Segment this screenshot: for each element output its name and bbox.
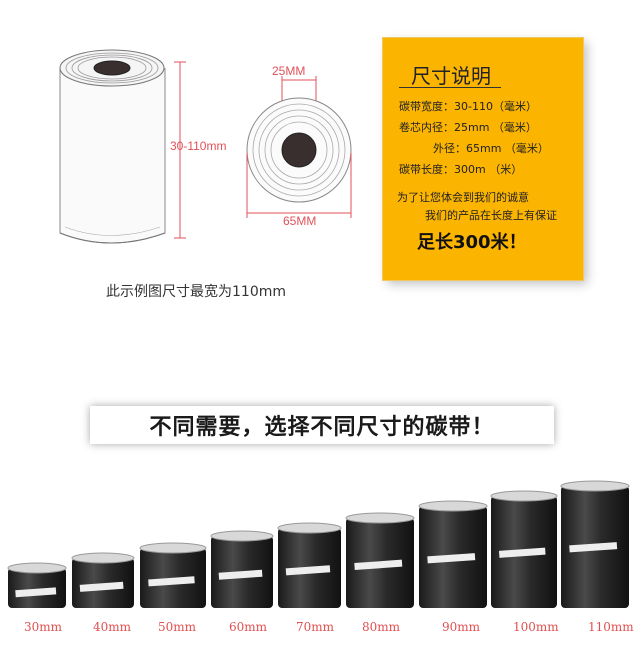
ribbon-roll-4 [210, 530, 274, 608]
ribbon-roll-7 [418, 500, 488, 608]
ribbon-roll-5 [277, 522, 342, 608]
ribbon-roll-3 [139, 542, 207, 608]
ribbon-roll-end-diagram [246, 76, 352, 218]
roll-size-label-9: 110mm [588, 620, 634, 634]
roll-size-label-3: 50mm [158, 620, 197, 634]
ribbon-rolls-photo [7, 480, 630, 608]
ribbon-roll-9 [560, 480, 630, 608]
ribbon-roll-2 [71, 552, 135, 608]
outer-diameter-label: 65MM [283, 214, 317, 228]
diagram-caption: 此示例图尺寸最宽为110mm [106, 284, 286, 300]
core-diameter-label: 25MM [272, 64, 306, 78]
roll-size-label-2: 40mm [93, 620, 132, 634]
height-dimension-label: 30-110mm [170, 139, 227, 153]
spec-emphasis: 足长300米！ [417, 232, 527, 253]
spec-line-core: 卷芯内径：25mm （毫米） [399, 121, 537, 134]
spec-note-2: 我们的产品在长度上有保证 [425, 209, 557, 222]
roll-size-label-7: 90mm [442, 620, 481, 634]
roll-size-label-8: 100mm [513, 620, 559, 634]
selection-banner: 不同需要，选择不同尺寸的碳带！ [90, 406, 554, 444]
roll-size-label-4: 60mm [229, 620, 268, 634]
roll-size-label-1: 30mm [24, 620, 63, 634]
spec-line-width: 碳带宽度：30-110（毫米） [399, 100, 537, 113]
roll-size-label-6: 80mm [362, 620, 401, 634]
spec-note-1: 为了让您体会到我们的诚意 [397, 191, 529, 204]
ribbon-roll-6 [345, 512, 415, 608]
banner-text: 不同需要，选择不同尺寸的碳带！ [149, 415, 495, 440]
ribbon-roll-1 [7, 562, 67, 608]
ribbon-roll-side-diagram [59, 49, 186, 244]
roll-size-label-5: 70mm [296, 620, 335, 634]
ribbon-roll-8 [490, 490, 558, 608]
spec-line-outer: 外径：65mm （毫米） [433, 142, 549, 155]
spec-title-underline [399, 87, 501, 88]
spec-title: 尺寸说明 [411, 64, 491, 88]
spec-panel: 尺寸说明 碳带宽度：30-110（毫米） 卷芯内径：25mm （毫米） 外径：6… [383, 38, 583, 280]
spec-line-length: 碳带长度：300m （米） [399, 163, 523, 176]
